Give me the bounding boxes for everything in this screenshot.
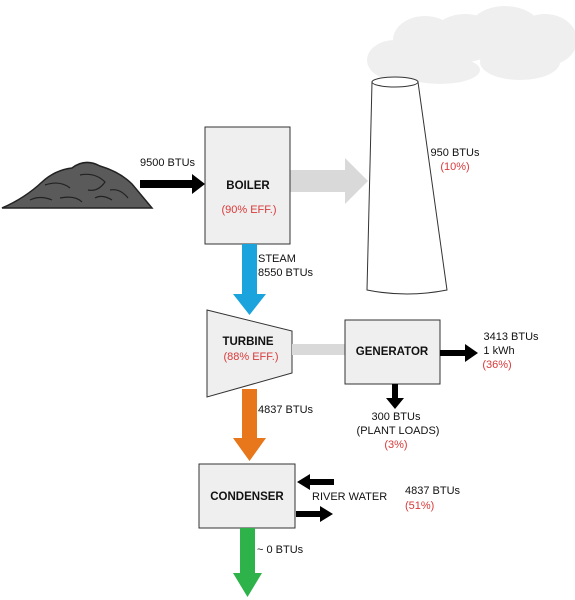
stack-loss-arrow — [290, 158, 368, 204]
condenser-out-value: ~ 0 BTUs — [257, 544, 304, 556]
steam-label: STEAM — [258, 253, 296, 265]
coal-input-value: 9500 BTUs — [140, 157, 196, 169]
generator-output-percent: (36%) — [482, 359, 511, 371]
condenser-box — [198, 463, 296, 529]
steam-value: 8550 BTUs — [258, 267, 314, 279]
coal-input-arrow — [140, 174, 205, 194]
condenser-outflow-arrow — [233, 528, 262, 597]
generator-output-kwh: 1 kWh — [483, 345, 514, 357]
boiler-box — [204, 126, 291, 245]
generator-title: GENERATOR — [356, 346, 429, 358]
river-water-out-arrow — [296, 506, 333, 522]
generator-output-btu: 3413 BTUs — [483, 331, 539, 343]
generator-box — [344, 319, 441, 385]
boiler-title: BOILER — [226, 180, 270, 192]
condenser-title: CONDENSER — [210, 491, 284, 503]
river-water-percent: (51%) — [405, 500, 434, 512]
river-water-value: 4837 BTUs — [405, 485, 461, 497]
boiler-efficiency: (90% EFF.) — [221, 204, 276, 216]
turbine-exhaust-value: 4837 BTUs — [258, 404, 314, 416]
generator-output-arrow — [440, 344, 478, 362]
stack-loss-percent: (10%) — [440, 161, 469, 173]
steam-arrow — [233, 244, 266, 315]
river-water-label: RIVER WATER — [312, 491, 387, 503]
smoke-cloud — [367, 6, 575, 84]
river-water-in-arrow — [297, 474, 334, 490]
plant-loads-value: 300 BTUs — [372, 411, 421, 423]
plant-loads-percent: (3%) — [384, 439, 407, 451]
coal-pile — [1, 161, 154, 209]
shaft — [292, 344, 345, 355]
plant-loads-label: (PLANT LOADS) — [357, 425, 440, 437]
turbine-title: TURBINE — [222, 336, 273, 348]
stack-loss-value: 950 BTUs — [431, 147, 480, 159]
plant-loads-arrow — [386, 384, 404, 409]
turbine-shape — [206, 309, 293, 398]
turbine-exhaust-arrow — [233, 389, 266, 461]
turbine-efficiency: (88% EFF.) — [223, 351, 278, 363]
smoke-stack — [366, 76, 448, 295]
